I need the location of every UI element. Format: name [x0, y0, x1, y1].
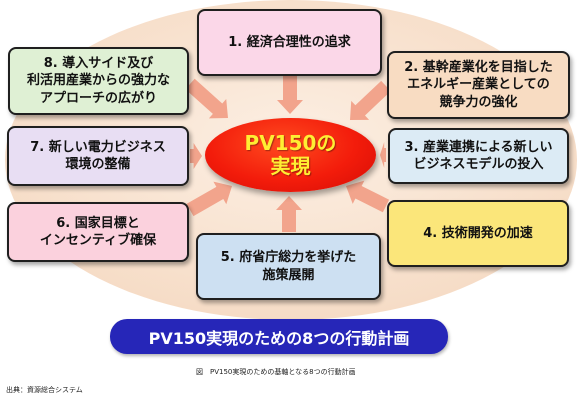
action-box-3: 3. 産業連携による新しい ビジネスモデルの投入 — [388, 128, 569, 184]
action-label-5: 5. 府省庁総力を挙げた 施策展開 — [220, 250, 357, 283]
action-box-4: 4. 技術開発の加速 — [387, 200, 569, 267]
arrow-5 — [276, 196, 302, 232]
central-goal: PV150の 実現 — [205, 118, 376, 192]
arrow-4 — [345, 180, 390, 213]
action-plan-banner: PV150実現のための8つの行動計画 — [110, 319, 448, 354]
action-box-5: 5. 府省庁総力を挙げた 施策展開 — [196, 233, 381, 300]
action-box-2: 2. 基幹産業化を目指した エネルギー産業としての 競争力の強化 — [387, 51, 570, 119]
arrow-8 — [185, 78, 229, 119]
action-label-7: 7. 新しい電力ビジネス 環境の整備 — [30, 139, 166, 172]
action-box-8: 8. 導入サイド及び 利活用産業からの強力な アプローチの広がり — [8, 47, 189, 115]
figure-caption: 図 PV150実現のための基軸となる8つの行動計画 — [196, 368, 356, 376]
arrow-1 — [277, 76, 303, 114]
action-box-1: 1. 経済合理性の追求 — [197, 9, 382, 76]
arrow-2 — [349, 80, 391, 121]
action-label-2: 2. 基幹産業化を目指した エネルギー産業としての 競争力の強化 — [404, 60, 553, 110]
arrow-7 — [190, 143, 202, 169]
action-box-7: 7. 新しい電力ビジネス 環境の整備 — [7, 126, 189, 186]
action-label-4: 4. 技術開発の加速 — [423, 225, 533, 241]
arrows — [185, 76, 391, 232]
action-label-6: 6. 国家目標と インセンティブ確保 — [39, 215, 157, 248]
action-label-3: 3. 産業連携による新しい ビジネスモデルの投入 — [404, 139, 553, 172]
action-label-1: 1. 経済合理性の追求 — [228, 34, 351, 50]
arrow-6 — [186, 181, 232, 217]
action-box-6: 6. 国家目標と インセンティブ確保 — [7, 202, 189, 262]
source-note: 出典：資源総合システム — [6, 386, 83, 394]
central-goal-text: PV150の 実現 — [244, 131, 337, 178]
banner-text: PV150実現のための8つの行動計画 — [148, 328, 410, 348]
arrow-3 — [380, 142, 386, 168]
action-label-8: 8. 導入サイド及び 利活用産業からの強力な アプローチの広がり — [26, 56, 170, 106]
